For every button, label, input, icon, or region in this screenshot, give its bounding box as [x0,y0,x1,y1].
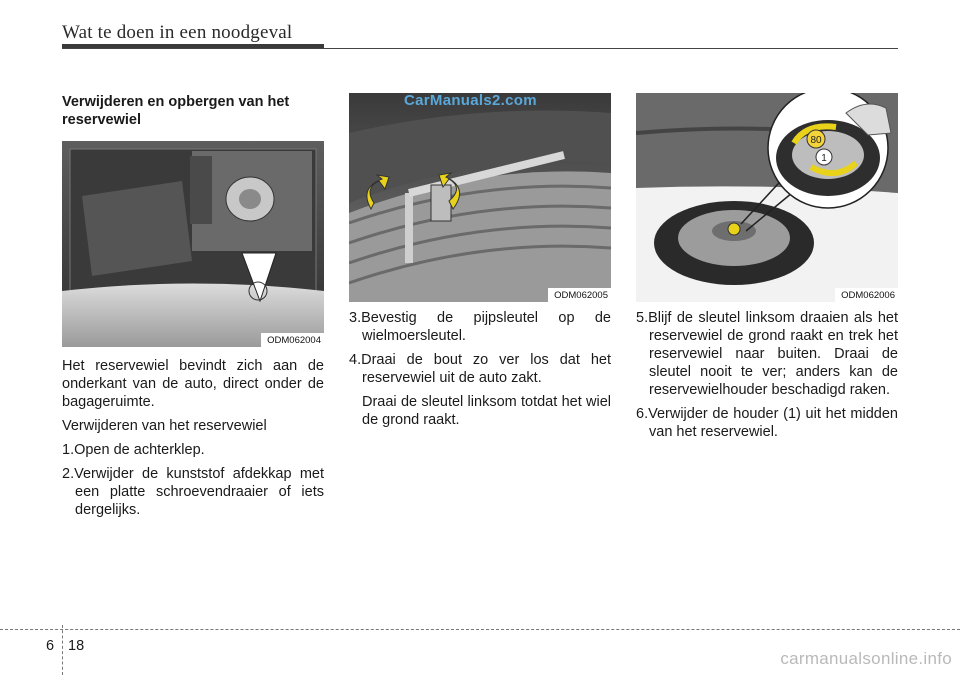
column-3: 80 1 ODM062006 5.Blijf de sleutel linkso… [636,93,898,447]
watermark-top: CarManuals2.com [404,92,537,109]
inset-part-label: 1 [821,153,827,164]
figure-code: ODM062005 [548,288,611,302]
header-title: Wat te doen in een noodgeval [62,22,293,43]
spare-wheel-illustration: 80 1 [636,93,898,302]
step-continuation: Draai de sleutel linksom totdat het wiel… [362,394,611,428]
column-1: Verwijderen en opbergen van het reservew… [62,93,324,525]
step-item: 1.Open de achterklep. [62,442,205,458]
page-chapter: 6 [46,638,55,654]
watermark-bottom: carmanualsonline.info [780,649,952,668]
step-item: 2.Verwijder de kunststof afdekkap met ee… [62,466,324,518]
figure-code: ODM062004 [261,333,324,347]
inset-speed-label: 80 [810,135,822,146]
footer-rule [0,629,960,630]
figure-spare-wheel: 80 1 ODM062006 [636,93,898,302]
step-item: 3.Bevestig de pijpsleutel op de wielmoer… [349,310,611,344]
figure-code: ODM062006 [835,288,898,302]
section-heading: Verwijderen en opbergen van het reservew… [62,94,290,128]
wrench-illustration [349,93,611,302]
header-rule-thick [62,44,324,49]
step-item: 4.Draai de bout zo ver los dat het reser… [349,352,611,386]
paragraph: Verwijderen van het reservewiel [62,418,267,434]
trunk-illustration [62,141,324,347]
step-item: 6.Verwijder de houder (1) uit het midden… [636,406,898,440]
paragraph: Het reservewiel bevindt zich aan de onde… [62,358,324,410]
step-item: 5.Blijf de sleutel linksom draaien als h… [636,310,898,398]
column-2: ODM062005 3.Bevestig de pijpsleutel op d… [349,93,611,435]
header-rule [62,48,898,49]
figure-wrench: ODM062005 [349,93,611,302]
footer-divider [62,625,63,675]
page-number: 18 [68,638,85,654]
figure-trunk: ODM062004 [62,141,324,347]
